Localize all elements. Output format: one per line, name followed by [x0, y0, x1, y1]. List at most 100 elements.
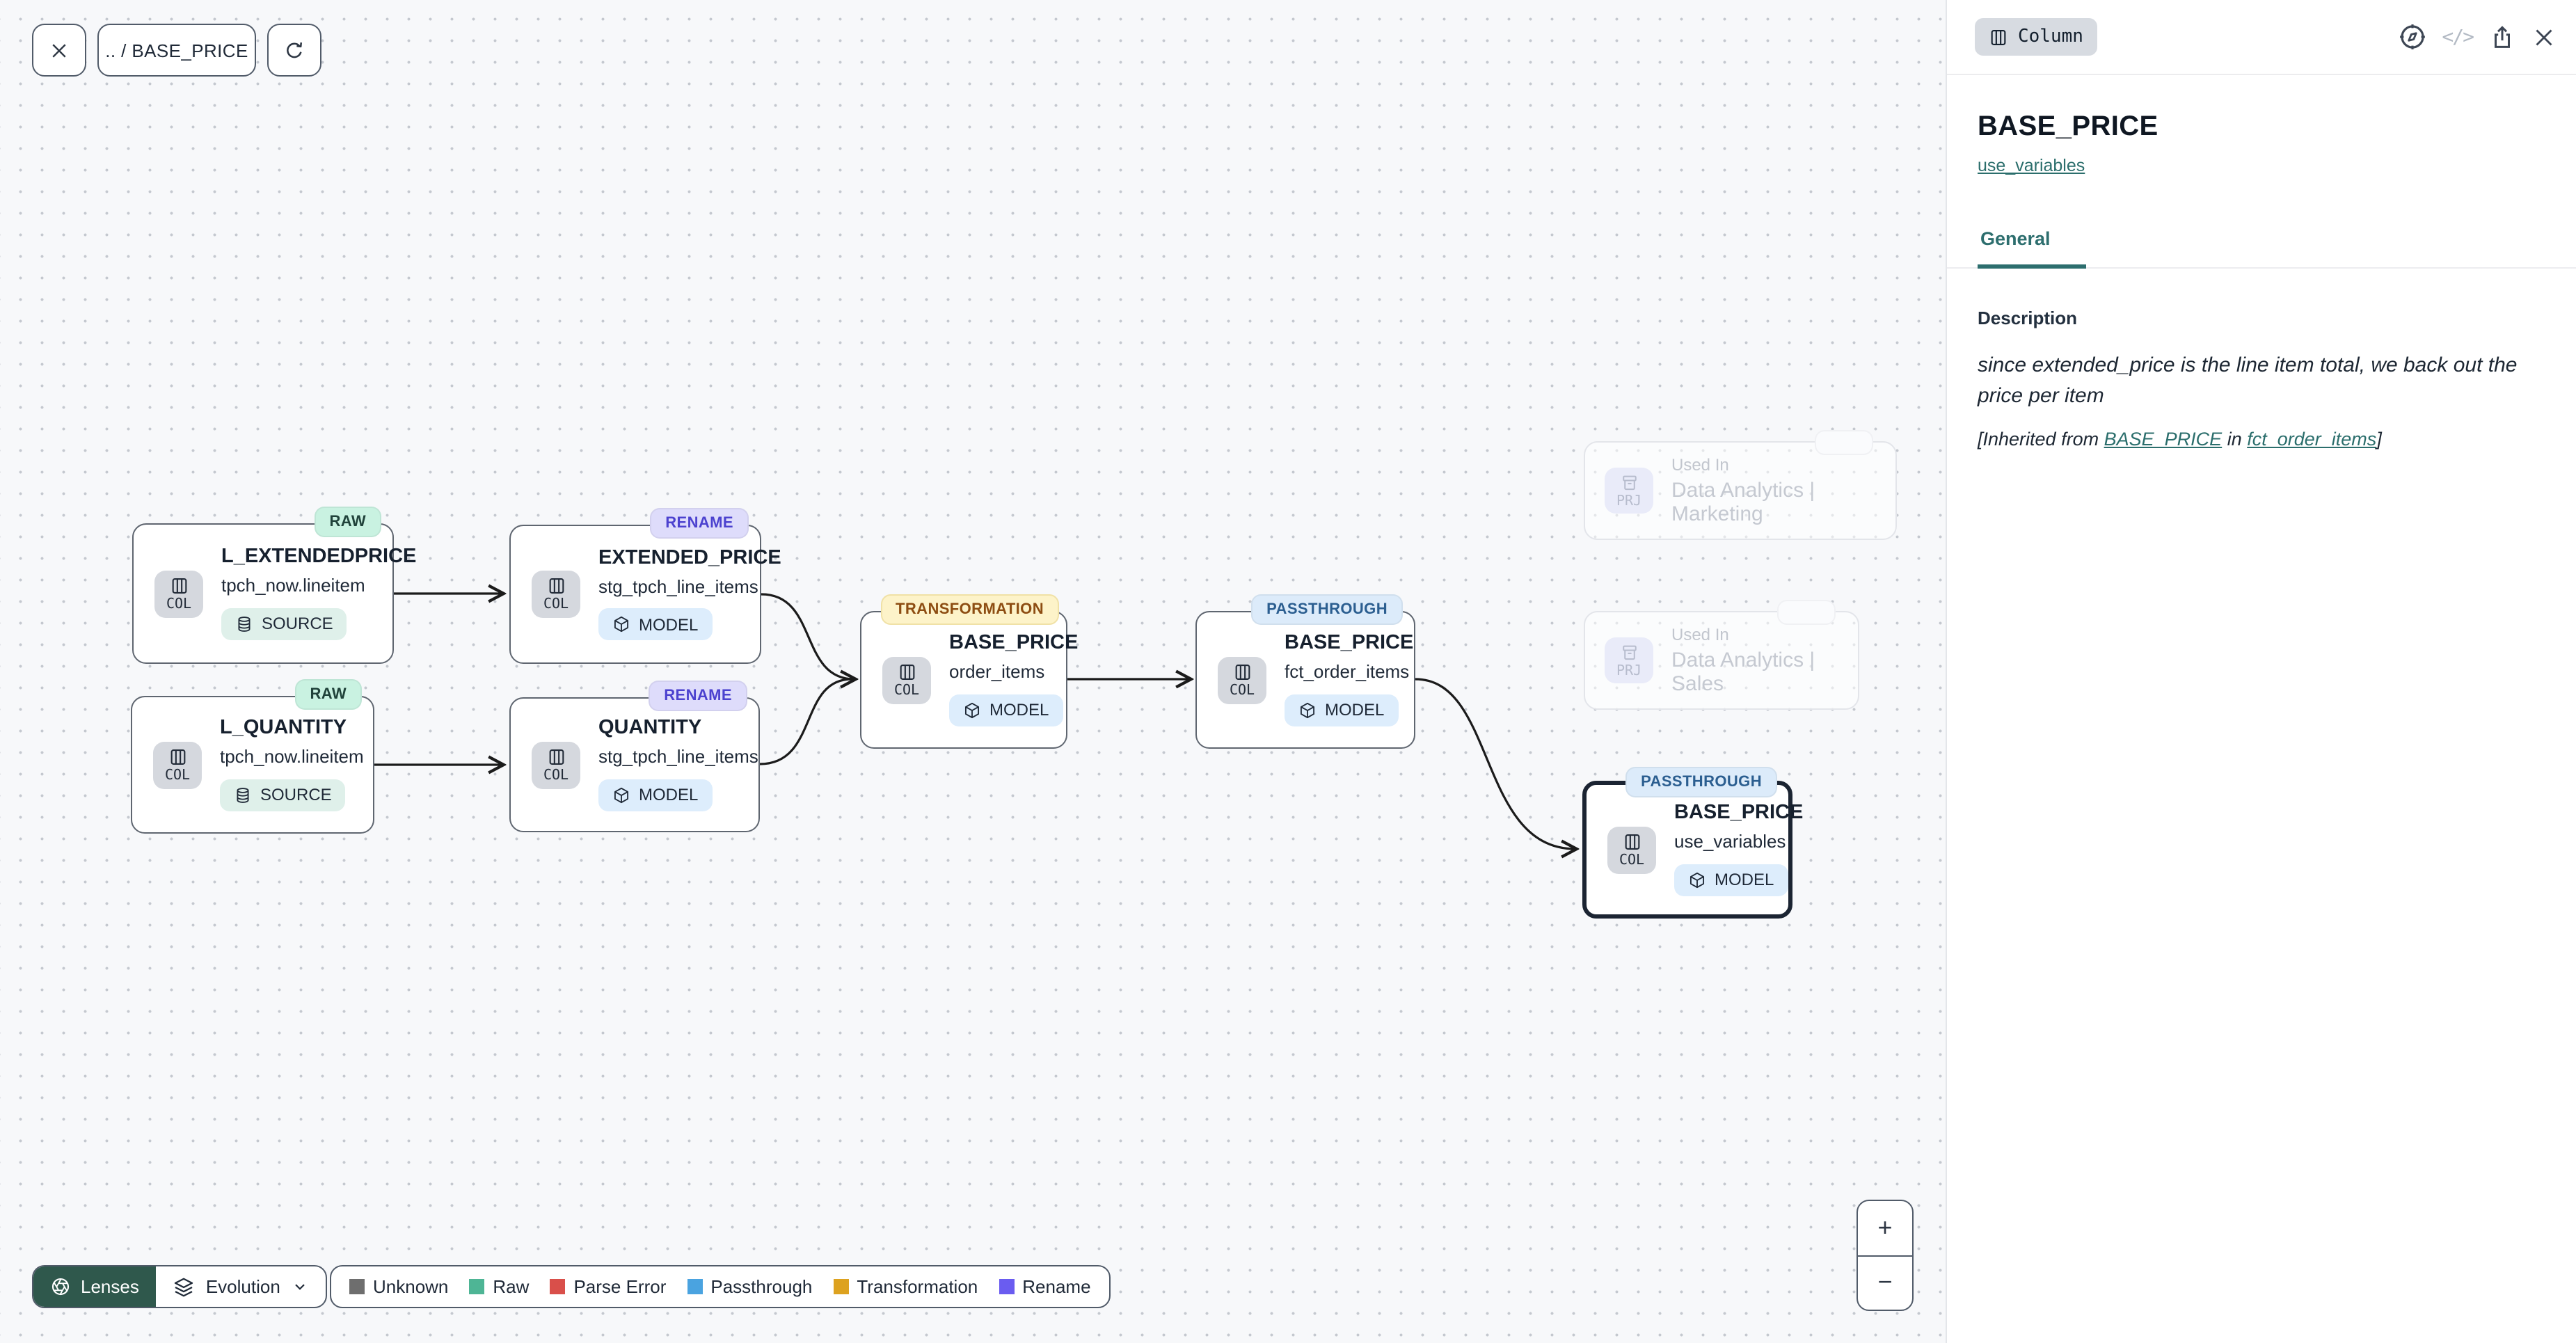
close-icon [49, 40, 70, 61]
legend-item: Unknown [349, 1276, 448, 1297]
node-type-badge: SOURCE [221, 607, 347, 640]
legend-swatch [469, 1279, 485, 1294]
lenses-label: Lenses [81, 1276, 139, 1297]
share-button[interactable] [2488, 23, 2516, 51]
node-type-badge: MODEL [949, 694, 1063, 726]
database-icon [235, 614, 253, 633]
lens-mode-dropdown[interactable]: Evolution [156, 1266, 326, 1307]
node-base-price-fct-order-items[interactable]: PASSTHROUGH COL BASE_PRICE fct_order_ite… [1195, 594, 1415, 749]
node-subtitle: use_variables [1674, 831, 1786, 852]
node-quantity[interactable]: RENAME COL QUANTITY stg_tpch_line_items … [509, 681, 760, 832]
inherited-model-link[interactable]: fct_order_items [2247, 428, 2377, 449]
panel-tabs: General [1947, 228, 2576, 269]
inherited-column-link[interactable]: BASE_PRICE [2104, 428, 2223, 449]
cube-icon [1298, 701, 1317, 719]
columns-icon [1622, 832, 1641, 851]
node-subtitle: stg_tpch_line_items [598, 746, 758, 768]
legend-item: Parse Error [550, 1276, 666, 1297]
refresh-icon [283, 38, 306, 62]
node-extended-price[interactable]: RENAME COL EXTENDED_PRICE stg_tpch_line_… [509, 508, 781, 664]
columns-icon [897, 662, 916, 681]
project-kind-badge: PRJ [1605, 468, 1653, 514]
refresh-button[interactable] [267, 24, 321, 77]
legend-swatch [349, 1279, 365, 1294]
tab-general[interactable]: General [1978, 228, 2087, 269]
node-base-price-order-items[interactable]: TRANSFORMATION COL BASE_PRICE order_item… [860, 594, 1078, 749]
model-link[interactable]: use_variables [1978, 156, 2085, 175]
column-kind-badge: COL [153, 741, 202, 788]
panel-title: BASE_PRICE [1978, 111, 2158, 142]
lenses-control[interactable]: Lenses Evolution [32, 1265, 328, 1308]
edge-type-tag: RENAME [650, 508, 749, 539]
cube-icon [1688, 871, 1706, 889]
node-title: L_QUANTITY [220, 717, 347, 740]
ghost-node-name: Data Analytics | Sales [1671, 649, 1815, 696]
share-icon [2488, 23, 2516, 51]
legend-item: Transformation [833, 1276, 978, 1297]
chevron-down-icon [292, 1278, 310, 1296]
node-title: L_EXTENDEDPRICE [221, 546, 417, 569]
edge-type-tag: TRANSFORMATION [880, 594, 1059, 625]
entity-type-badge: Column [1975, 18, 2097, 56]
database-icon [234, 786, 252, 804]
aperture-icon [50, 1276, 71, 1297]
legend-swatch [999, 1279, 1015, 1294]
node-title: BASE_PRICE [1674, 802, 1804, 825]
node-subtitle: tpch_now.lineitem [221, 575, 365, 596]
node-base-price-use-variables-selected[interactable]: PASSTHROUGH COL BASE_PRICE use_variables… [1582, 767, 1803, 919]
column-kind-badge: COL [532, 741, 580, 788]
close-lineage-button[interactable] [32, 24, 86, 77]
legend-item: Passthrough [687, 1276, 812, 1297]
cube-icon [612, 615, 630, 633]
ghost-node-label: Used In [1671, 625, 1729, 644]
node-type-badge: MODEL [598, 779, 713, 811]
view-code-button[interactable]: </> [2442, 26, 2474, 48]
node-subtitle: tpch_now.lineitem [220, 746, 364, 768]
edge-type-tag: PASSTHROUGH [1625, 767, 1777, 797]
ghost-node-used-in-sales[interactable]: PRJ Used In Data Analytics | Sales [1584, 600, 1859, 710]
ghost-edge-tag [1777, 600, 1836, 625]
column-kind-badge: COL [882, 656, 931, 704]
ghost-node-used-in-marketing[interactable]: PRJ Used In Data Analytics | Marketing [1584, 430, 1897, 540]
column-kind-badge: COL [154, 570, 203, 617]
lenses-button[interactable]: Lenses [33, 1266, 156, 1307]
description-heading: Description [1978, 308, 2078, 328]
node-title: QUANTITY [598, 717, 702, 740]
archive-icon [1619, 472, 1639, 492]
node-title: BASE_PRICE [949, 632, 1079, 655]
columns-icon [168, 747, 187, 766]
zoom-out-button[interactable]: − [1877, 1268, 1893, 1296]
layers-icon [173, 1276, 195, 1298]
ghost-node-name: Data Analytics | Marketing [1671, 479, 1815, 526]
node-l-extendedprice[interactable]: RAW COL L_EXTENDEDPRICE tpch_now.lineite… [132, 507, 416, 664]
breadcrumb[interactable]: .. / BASE_PRICE [97, 24, 256, 77]
column-kind-badge: COL [532, 571, 580, 618]
node-subtitle: stg_tpch_line_items [598, 575, 758, 597]
lineage-canvas[interactable]: .. / BASE_PRICE RAW COL L_EXTENDEDPRICE … [0, 0, 1946, 1343]
explore-button[interactable] [2397, 22, 2426, 51]
edge-type-tag: RAW [314, 507, 381, 537]
columns-icon [1989, 27, 2008, 47]
details-panel: Column </> BASE_PRICE use_variables Gene… [1946, 0, 2576, 1343]
project-kind-badge: PRJ [1605, 637, 1653, 683]
node-subtitle: order_items [949, 661, 1045, 683]
column-kind-badge: COL [1218, 656, 1266, 704]
lens-legend: Unknown Raw Parse Error Passthrough Tran… [330, 1265, 1111, 1308]
node-type-badge: SOURCE [220, 779, 346, 811]
legend-swatch [687, 1279, 703, 1294]
columns-icon [546, 747, 566, 766]
columns-icon [546, 576, 566, 596]
columns-icon [169, 575, 189, 595]
edge-type-tag: RAW [294, 679, 362, 710]
node-l-quantity[interactable]: RAW COL L_QUANTITY tpch_now.lineitem SOU… [131, 679, 374, 834]
column-kind-badge: COL [1607, 826, 1656, 873]
zoom-in-button[interactable]: + [1858, 1201, 1912, 1256]
edge-type-tag: PASSTHROUGH [1251, 594, 1403, 625]
node-title: EXTENDED_PRICE [598, 546, 781, 569]
node-type-badge: MODEL [598, 608, 713, 641]
archive-icon [1619, 642, 1639, 662]
node-subtitle: fct_order_items [1285, 661, 1410, 683]
zoom-control: + − [1857, 1200, 1914, 1311]
close-panel-button[interactable] [2531, 24, 2557, 49]
cube-icon [963, 701, 981, 719]
